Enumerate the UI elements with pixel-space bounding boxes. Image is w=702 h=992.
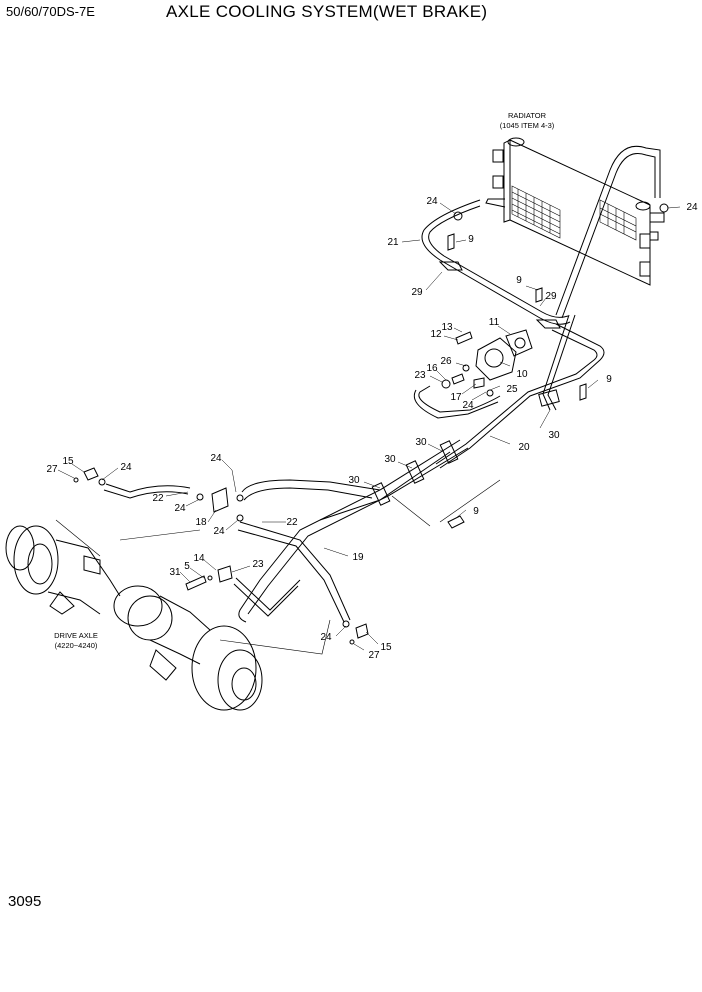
callout-23: 23 <box>414 370 426 381</box>
callout-26: 26 <box>440 356 452 367</box>
callout-5: 5 <box>184 561 190 572</box>
callout-24: 24 <box>686 202 698 213</box>
callout-11: 11 <box>489 317 500 328</box>
drive-axle: DRIVE AXLE (4220~4240) <box>5 519 331 711</box>
callout-30: 30 <box>384 454 396 465</box>
page-number: 3095 <box>8 893 42 910</box>
callout-16: 16 <box>426 363 438 374</box>
callout-29: 29 <box>411 287 423 298</box>
callout-23: 23 <box>252 559 264 570</box>
fittings <box>73 203 669 645</box>
callout-27: 27 <box>368 650 380 661</box>
callout-30: 30 <box>548 430 560 441</box>
radiator-ref: (1045 ITEM 4-3) <box>500 121 555 130</box>
callout-9: 9 <box>468 234 474 245</box>
callout-17: 17 <box>450 392 462 403</box>
callout-10: 10 <box>516 369 528 380</box>
callout-24: 24 <box>213 526 225 537</box>
callout-19: 19 <box>352 552 364 563</box>
callout-15: 15 <box>380 642 392 653</box>
leader-lines <box>57 202 681 651</box>
callout-30: 30 <box>348 475 360 486</box>
pipework <box>103 145 661 623</box>
callout-24: 24 <box>210 453 222 464</box>
callout-18: 18 <box>195 517 207 528</box>
radiator: RADIATOR (1045 ITEM 4-3) <box>485 111 665 286</box>
drive-axle-ref: (4220~4240) <box>55 641 98 650</box>
callout-12: 12 <box>430 329 442 340</box>
callout-24: 24 <box>174 503 186 514</box>
callout-numbers: 24 21 9 29 9 29 13 12 11 26 16 23 10 25 … <box>46 196 698 661</box>
model-code: 50/60/70DS-7E <box>6 4 95 19</box>
callout-30: 30 <box>415 437 427 448</box>
callout-15: 15 <box>62 456 74 467</box>
callout-9: 9 <box>516 275 522 286</box>
callout-13: 13 <box>441 322 453 333</box>
callout-9: 9 <box>473 506 479 517</box>
drive-axle-label: DRIVE AXLE <box>54 631 98 640</box>
callout-27: 27 <box>46 464 58 475</box>
callout-9: 9 <box>606 374 612 385</box>
callout-25: 25 <box>506 384 518 395</box>
callout-31: 31 <box>169 567 181 578</box>
pump <box>441 329 533 397</box>
callout-22: 22 <box>286 517 298 528</box>
callout-14: 14 <box>193 553 205 564</box>
callout-24: 24 <box>462 400 474 411</box>
callout-24: 24 <box>320 632 332 643</box>
callout-24: 24 <box>120 462 132 473</box>
callout-24: 24 <box>426 196 438 207</box>
page-title: AXLE COOLING SYSTEM(WET BRAKE) <box>166 2 488 21</box>
radiator-label: RADIATOR <box>508 111 547 120</box>
callout-29: 29 <box>545 291 557 302</box>
callout-21: 21 <box>387 237 399 248</box>
callout-20: 20 <box>518 442 530 453</box>
callout-22: 22 <box>152 493 164 504</box>
